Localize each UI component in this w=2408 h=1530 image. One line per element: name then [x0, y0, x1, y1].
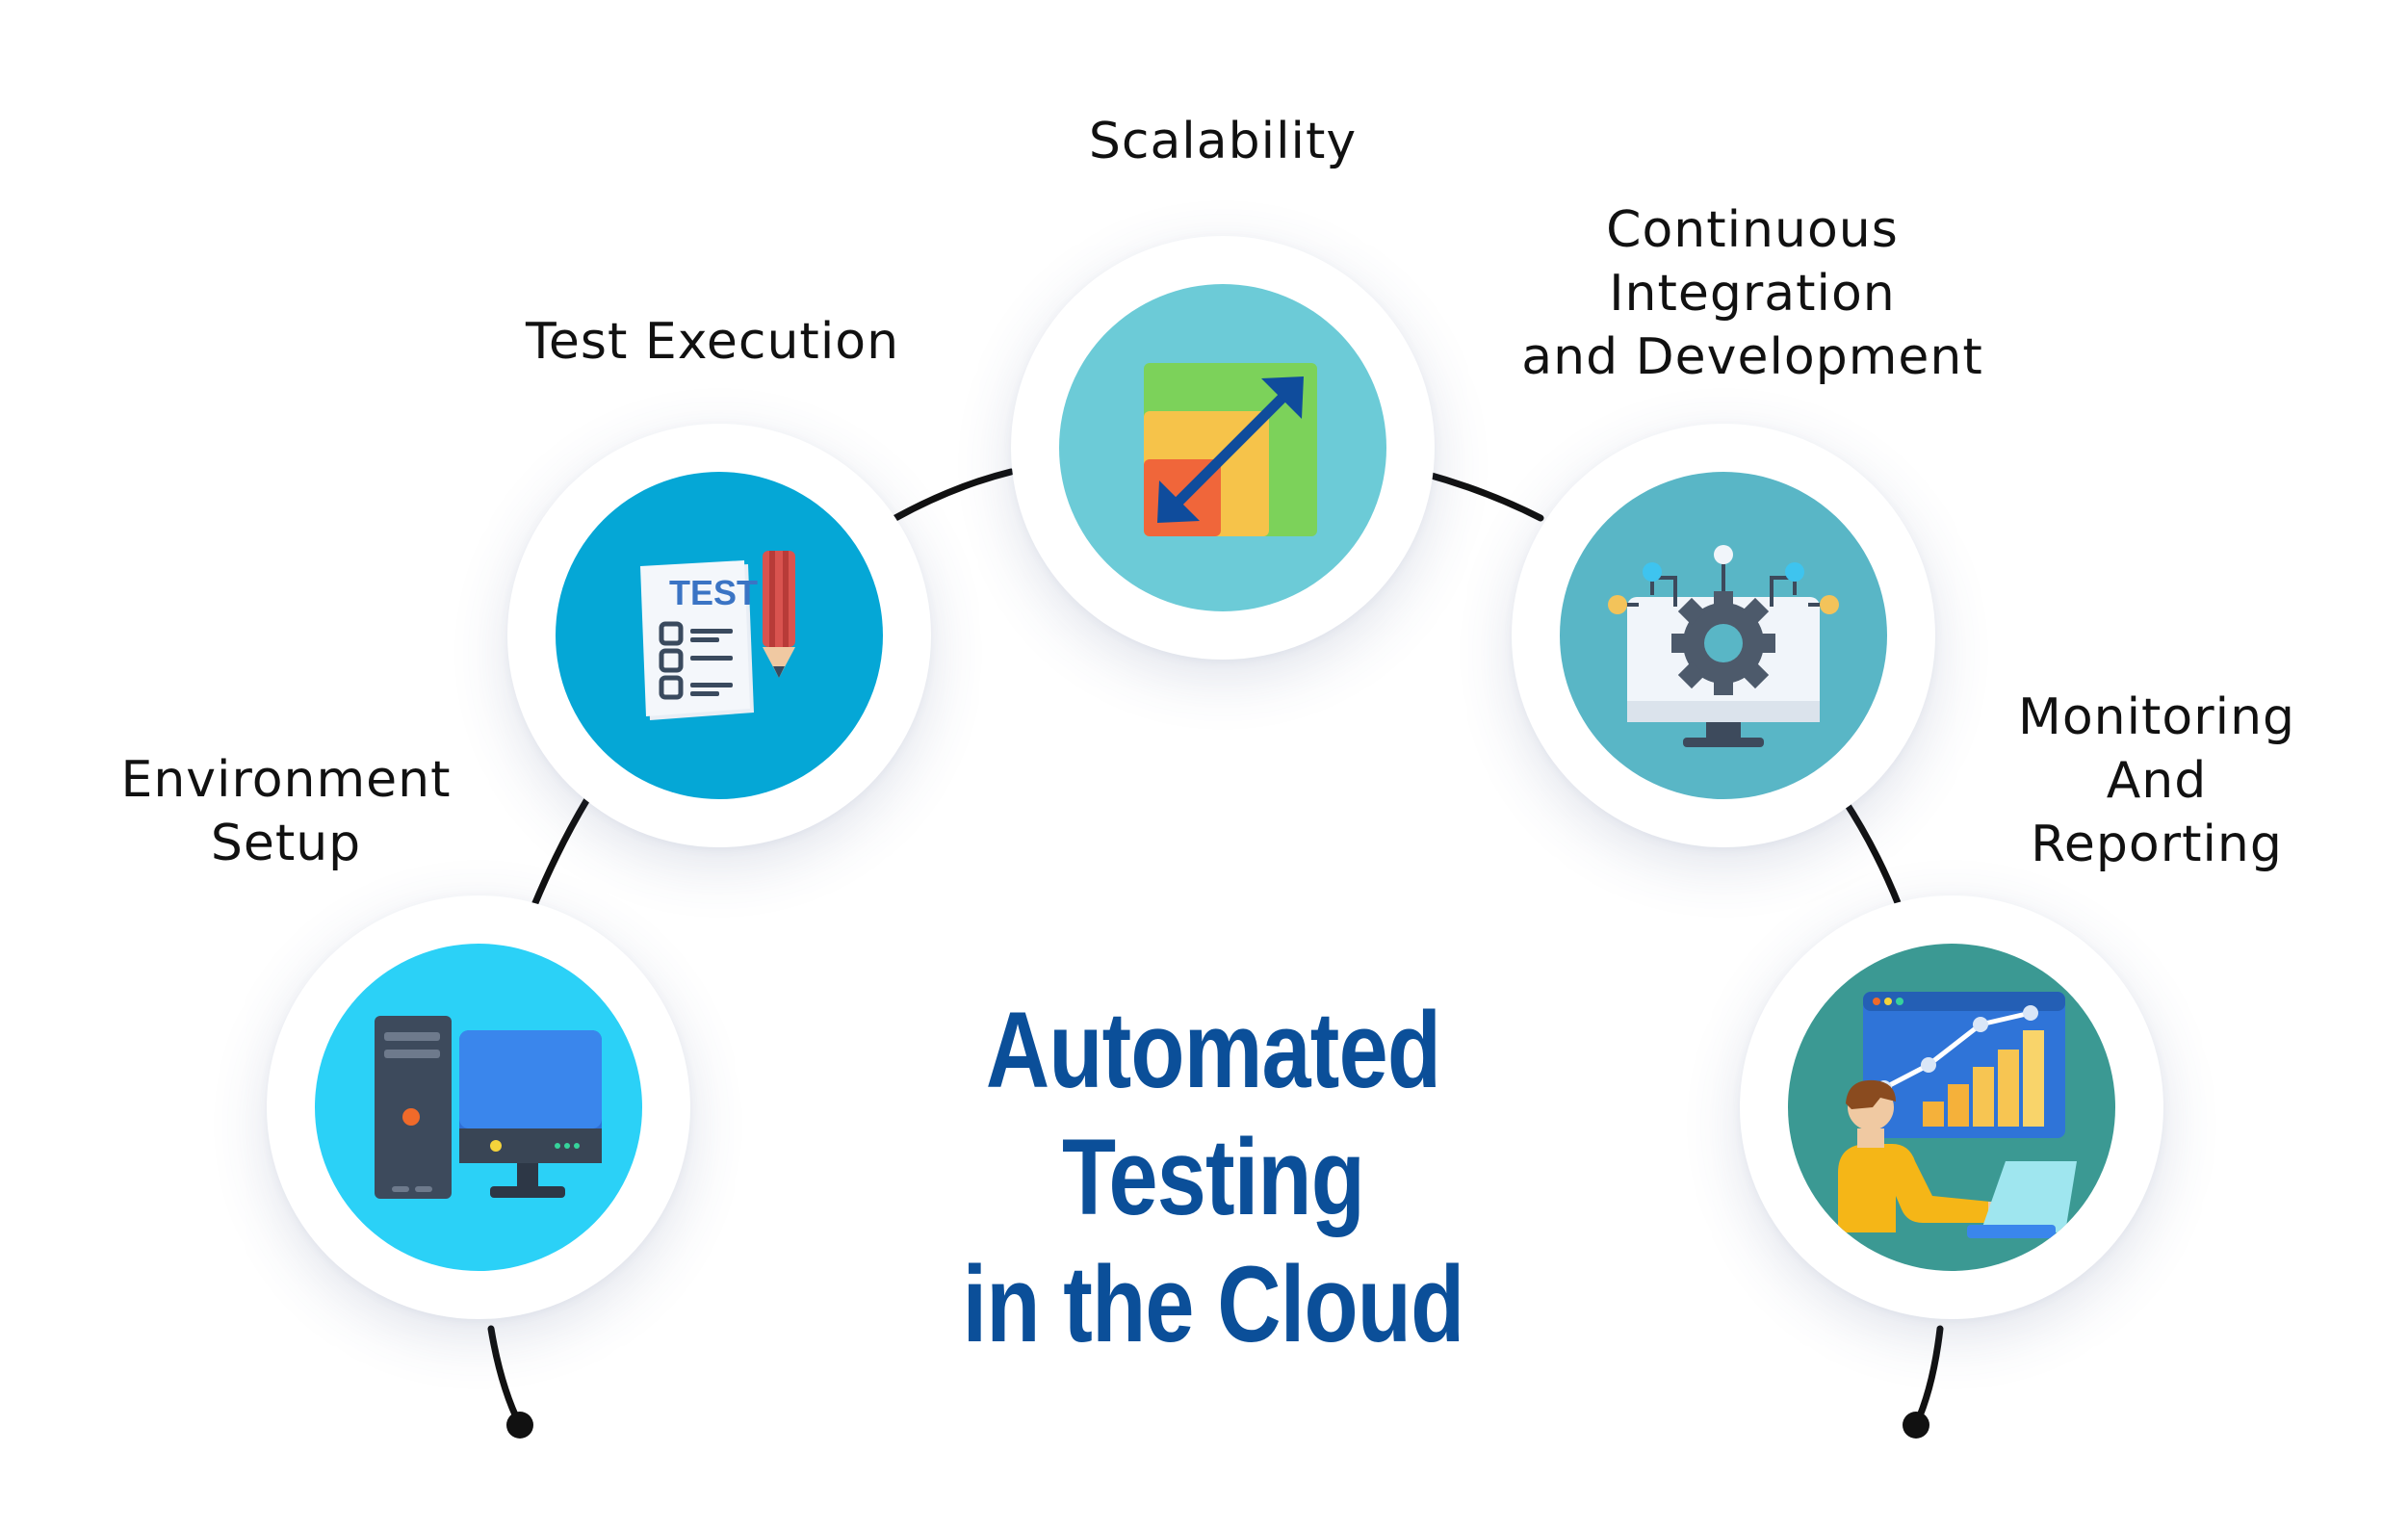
arc-segment-test-scale	[892, 468, 1015, 522]
scale-arrows-icon	[1144, 363, 1317, 536]
label-line: Monitoring	[2017, 688, 2296, 746]
arc-segment-scale-ci	[1421, 470, 1544, 522]
node-test-execution: TEST	[507, 424, 931, 847]
disc-monitoring	[1788, 944, 2115, 1271]
label-line: Integration	[1609, 265, 1896, 323]
label-test-execution: Test Execution	[501, 310, 924, 374]
disc-scalability	[1059, 284, 1386, 611]
label-scalability: Scalability	[1040, 110, 1406, 173]
label-line: Reporting	[2031, 816, 2283, 873]
label-line: Setup	[210, 815, 362, 872]
arc-segment-left-tail	[487, 1325, 524, 1429]
center-title: Automated Testing in the Cloud	[834, 987, 1592, 1368]
label-line: Test Execution	[525, 313, 900, 371]
label-line: and Development	[1521, 328, 1983, 386]
node-monitoring	[1740, 895, 2163, 1319]
analytics-person-icon	[1838, 992, 2077, 1238]
label-line: Scalability	[1088, 113, 1358, 170]
arc-segment-env-test	[531, 795, 591, 909]
desktop-computer-icon	[375, 1016, 602, 1199]
arc-end-dot-right	[1903, 1412, 1929, 1439]
label-environment-setup: Environment Setup	[108, 748, 464, 875]
label-line: And	[2106, 752, 2208, 810]
label-ci-cd: Continuous Integration and Development	[1502, 198, 2003, 389]
arc-end-dot-left	[506, 1412, 533, 1439]
disc-environment-setup	[315, 944, 642, 1271]
arc-segment-ci-mon	[1840, 795, 1903, 909]
arc-segment-right-tail	[1912, 1325, 1944, 1429]
test-icon-text: TEST	[669, 573, 758, 612]
node-environment-setup	[267, 895, 690, 1319]
node-scalability	[1011, 236, 1435, 660]
disc-test-execution: TEST	[556, 472, 883, 799]
center-title-line-1: Automated Testing	[985, 990, 1441, 1237]
node-ci-cd	[1512, 424, 1935, 847]
label-line: Continuous	[1606, 201, 1899, 259]
center-title-line-2: in the Cloud	[962, 1244, 1465, 1364]
label-monitoring: Monitoring And Reporting	[1983, 686, 2330, 876]
gear-monitor-icon	[1608, 545, 1839, 747]
label-line: Environment	[120, 751, 452, 809]
disc-ci-cd	[1560, 472, 1887, 799]
test-checklist-icon: TEST	[640, 551, 795, 720]
